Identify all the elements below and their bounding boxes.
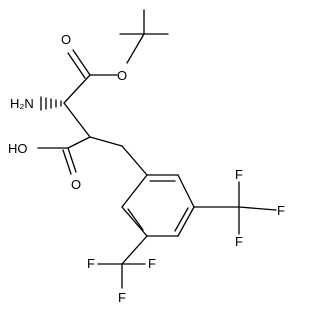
stereo-hash-bond bbox=[40, 96, 62, 111]
bond-ester-to-alpha-carbon bbox=[63, 74, 91, 104]
bond-tbu-to-oxygen bbox=[126, 33, 145, 64]
ring-inner-double-2 bbox=[174, 207, 189, 232]
atom-labels: O O H₂N HO O F F F F F F bbox=[8, 32, 285, 305]
atom-label-oh: HO bbox=[8, 141, 28, 156]
atom-label-f-2: F bbox=[277, 203, 285, 218]
bond-beta-to-ch2 bbox=[89, 136, 123, 147]
atom-label-o-ester: O bbox=[117, 68, 127, 83]
carboxylic-acid-group bbox=[37, 147, 77, 175]
molecule-structure: O O H₂N HO O F F F F F F bbox=[8, 9, 285, 305]
benzene-ring bbox=[121, 174, 195, 237]
atom-label-o-acid: O bbox=[71, 177, 81, 192]
bond-cf3-right-f-right bbox=[238, 206, 277, 211]
tert-butyl-group bbox=[119, 9, 169, 64]
bond-ch2-to-ring bbox=[121, 145, 148, 176]
bond-acid-double-a bbox=[67, 147, 77, 173]
atom-label-f-1: F bbox=[235, 167, 243, 182]
bond-acid-double-b bbox=[62, 149, 72, 175]
atom-label-o-carbonyl: O bbox=[61, 32, 71, 47]
atom-label-f-5: F bbox=[148, 256, 156, 271]
ester-group bbox=[63, 49, 118, 104]
backbone bbox=[63, 102, 148, 176]
cf3-group-bottom bbox=[97, 235, 148, 289]
cf3-group-right bbox=[193, 181, 277, 235]
bond-ring-to-cf3-bottom bbox=[121, 235, 148, 265]
atom-label-f-4: F bbox=[87, 256, 95, 271]
bond-alpha-to-beta bbox=[63, 102, 91, 138]
atom-label-f-6: F bbox=[118, 290, 126, 305]
ring-bond-5 bbox=[121, 206, 148, 237]
ring-bond-3 bbox=[177, 206, 195, 237]
ring-bond-6 bbox=[121, 174, 148, 208]
atom-label-nh2: H₂N bbox=[10, 96, 34, 111]
ring-bond-2 bbox=[177, 174, 195, 208]
molecule-svg: O O H₂N HO O F F F F F F bbox=[8, 9, 285, 305]
bond-beta-to-acid-carbon bbox=[67, 136, 91, 149]
bond-carbonyl-double-b bbox=[67, 52, 86, 79]
ring-inner-double-3 bbox=[127, 208, 144, 231]
bond-carbonyl-double-a bbox=[72, 49, 91, 76]
atom-label-f-3: F bbox=[235, 234, 243, 249]
